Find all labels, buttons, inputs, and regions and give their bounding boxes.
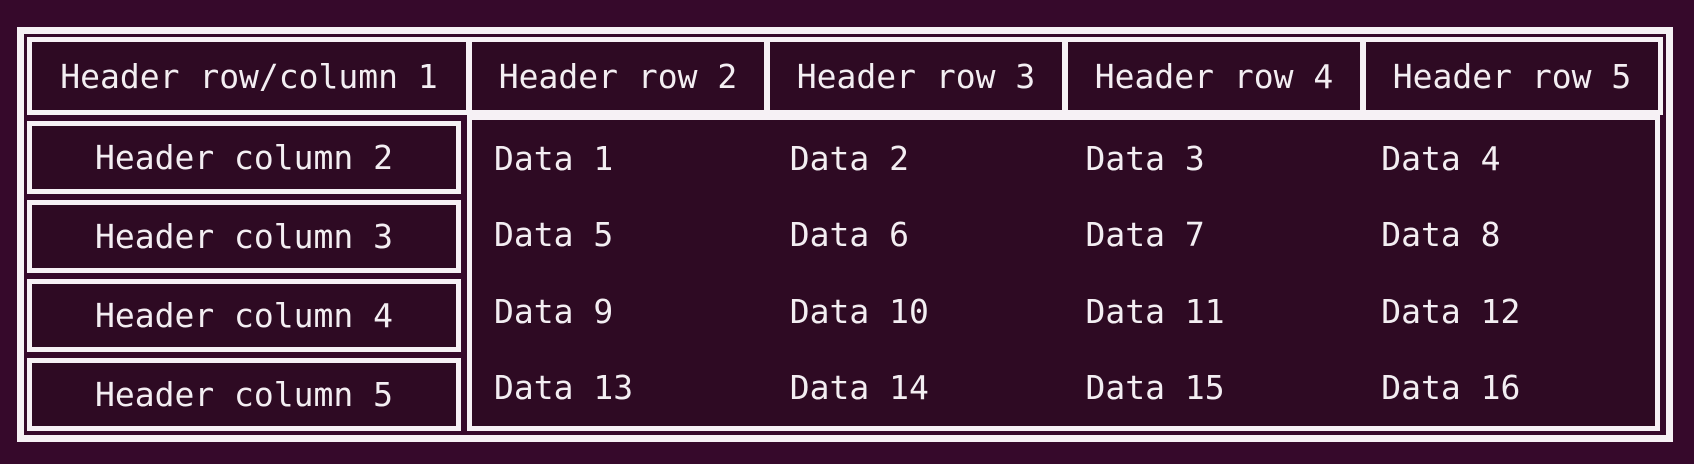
data-cell: Data 15 [1085, 368, 1225, 408]
table-outer-frame: Header row/column 1 Header row 2 Header … [17, 27, 1673, 442]
data-cell: Data 10 [789, 291, 929, 331]
table-data-block: Data 1 Data 2 Data 3 Data 4 Data 5 Data … [467, 115, 1660, 431]
data-cell: Data 16 [1381, 368, 1521, 408]
column-header-cell: Header column 4 [27, 279, 461, 352]
row-header-cell: Header row 4 [1068, 42, 1360, 110]
data-cell: Data 9 [494, 291, 614, 331]
column-header-cell: Header column 2 [27, 121, 461, 194]
data-cell: Data 7 [1085, 215, 1205, 255]
row-header-cell: Header row 2 [472, 42, 764, 110]
data-cell: Data 5 [494, 215, 614, 255]
table-header-row: Header row/column 1 Header row 2 Header … [27, 37, 1663, 115]
data-cell: Data 11 [1085, 291, 1225, 331]
data-cell: Data 2 [789, 138, 909, 178]
data-cell: Data 13 [494, 368, 634, 408]
corner-header-cell: Header row/column 1 [32, 42, 466, 110]
data-cell: Data 12 [1381, 291, 1521, 331]
data-cell: Data 4 [1381, 138, 1501, 178]
row-header-cell: Header row 3 [770, 42, 1062, 110]
row-header-cell: Header row 5 [1366, 42, 1658, 110]
data-cell: Data 8 [1381, 215, 1501, 255]
data-cell: Data 3 [1085, 138, 1205, 178]
column-header-cell: Header column 3 [27, 200, 461, 273]
data-cell: Data 1 [494, 138, 614, 178]
data-cell: Data 6 [789, 215, 909, 255]
data-cell: Data 14 [789, 368, 929, 408]
column-header-cell: Header column 5 [27, 358, 461, 431]
